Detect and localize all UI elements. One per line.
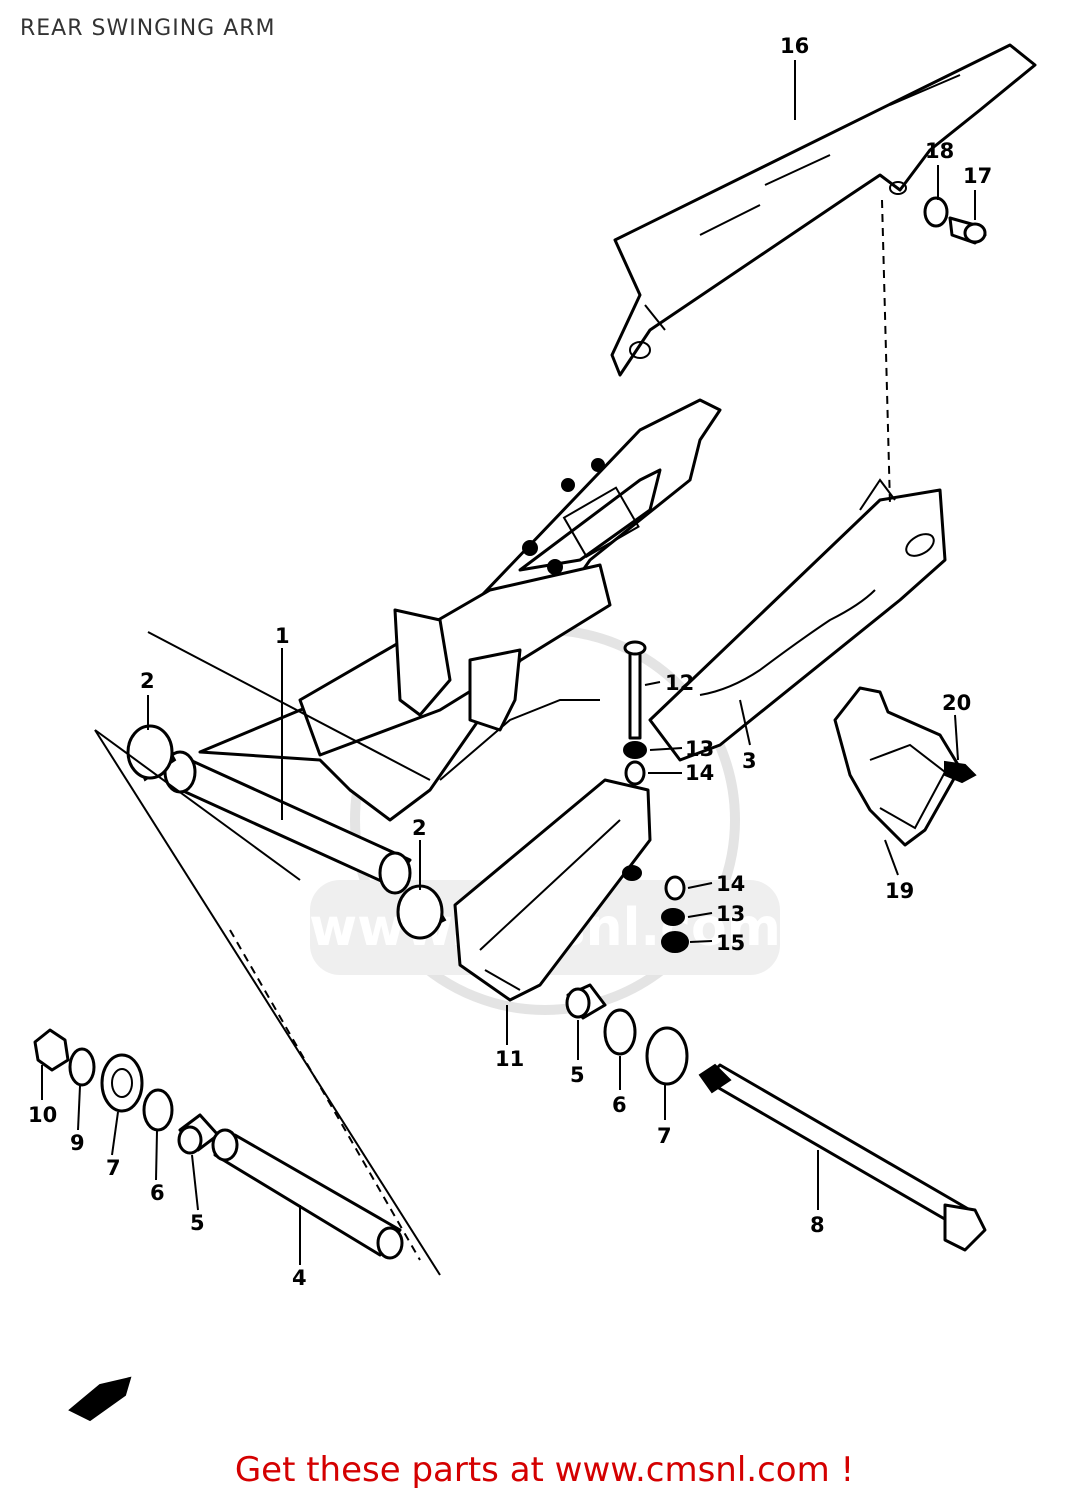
bushing-part-2-left[interactable]	[126, 724, 177, 782]
pipe-part-4[interactable]	[211, 1128, 404, 1260]
washer-part-6-right[interactable]	[603, 1008, 637, 1056]
footer-link[interactable]: Get these parts at www.cmsnl.com !	[234, 1450, 855, 1490]
nut-part-13-lower[interactable]	[661, 908, 685, 926]
callout-13: 13	[685, 737, 714, 761]
callout-10: 10	[28, 1103, 57, 1127]
washer-part-9[interactable]	[68, 1047, 96, 1087]
callout-7-right: 7	[657, 1124, 672, 1148]
nut-part-13-upper[interactable]	[623, 741, 647, 759]
callout-6-left: 6	[150, 1181, 165, 1205]
seal-part-7-left[interactable]	[100, 1053, 144, 1113]
callout-14: 14	[685, 761, 714, 785]
callout-5-left: 5	[190, 1211, 205, 1235]
callout-11: 11	[495, 1047, 524, 1071]
callout-4: 4	[292, 1266, 307, 1290]
bolt-part-12[interactable]	[623, 640, 647, 740]
callout-3: 3	[742, 749, 757, 773]
page-title: REAR SWINGING ARM	[20, 16, 276, 41]
callout-16: 16	[780, 34, 809, 58]
callout-1: 1	[275, 624, 290, 648]
spacer-part-14-upper[interactable]	[624, 760, 646, 786]
callout-7-left: 7	[106, 1156, 121, 1180]
bolt-part-17[interactable]	[948, 216, 987, 245]
bushing-part-2-right[interactable]	[396, 884, 447, 940]
callout-5-right: 5	[570, 1063, 585, 1087]
washer-part-15[interactable]	[661, 931, 689, 953]
callout-2-right: 2	[412, 816, 427, 840]
swing-arm-part-1[interactable]	[198, 398, 947, 822]
callout-18: 18	[925, 139, 954, 163]
callout-14-lower: 14	[716, 872, 745, 896]
callout-8: 8	[810, 1213, 825, 1237]
callout-6-right: 6	[612, 1093, 627, 1117]
callout-19: 19	[885, 879, 914, 903]
axle-part-8[interactable]	[698, 1063, 987, 1252]
seal-part-7-right[interactable]	[645, 1026, 689, 1086]
callout-17: 17	[963, 164, 992, 188]
callout-20: 20	[942, 691, 971, 715]
pivot-tube[interactable]	[163, 750, 412, 895]
chain-buffer-part-11[interactable]	[453, 778, 652, 1002]
callout-2-left: 2	[140, 669, 155, 693]
chain-case-part-16[interactable]	[610, 43, 1037, 377]
bolt-part-20[interactable]	[944, 760, 977, 784]
washer-part-18[interactable]	[923, 196, 949, 228]
callout-9: 9	[70, 1131, 85, 1155]
bushing-part-5-right[interactable]	[565, 983, 607, 1020]
spacer-part-14-lower[interactable]	[664, 875, 686, 901]
callout-15: 15	[716, 931, 745, 955]
front-arrow-icon	[68, 1376, 132, 1422]
washer-part-6-left[interactable]	[142, 1088, 174, 1132]
callout-13-lower: 13	[716, 902, 745, 926]
callout-12: 12	[665, 671, 694, 695]
nut-part-10[interactable]	[33, 1028, 70, 1072]
bushing-part-5-left[interactable]	[177, 1113, 220, 1155]
